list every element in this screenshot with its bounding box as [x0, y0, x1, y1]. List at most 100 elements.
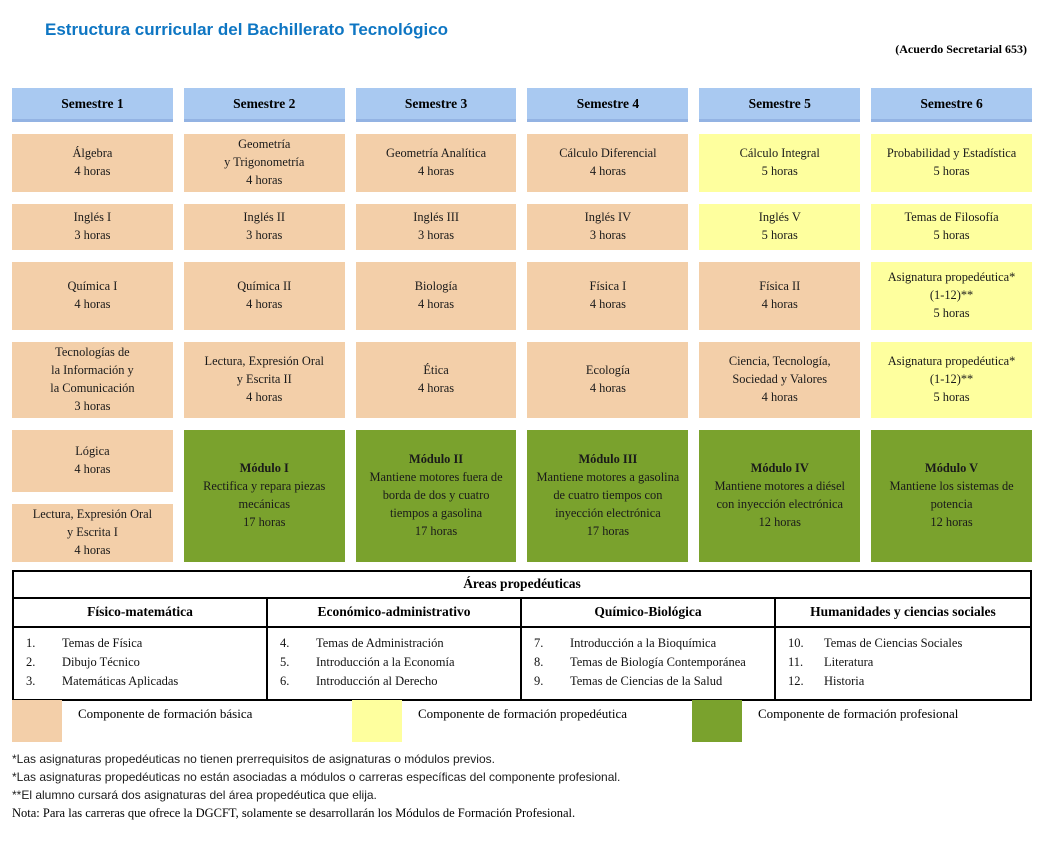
- areas-list-item: 11.Literatura: [788, 653, 1026, 672]
- course-name: Módulo III: [578, 452, 638, 467]
- course-name: Física II: [759, 279, 801, 294]
- course-cell: Ciencia, Tecnología, Sociedad y Valores 4 …: [699, 342, 861, 418]
- course-cell: Módulo III Mantiene motores a gasolina de …: [527, 430, 689, 562]
- course-line: Rectifica y repara piezas: [203, 479, 326, 494]
- course-line: con inyección electrónica: [716, 497, 844, 511]
- course-name: Asignatura propedéutica*: [887, 354, 1016, 369]
- course-name: Lectura, Expresión Oral: [32, 507, 153, 522]
- item-label: Temas de Biología Contemporánea: [570, 654, 746, 669]
- areas-list-item: 12. Historia: [788, 672, 1026, 691]
- course-line: Sociedad y Valores: [732, 372, 828, 386]
- course-line: 4 horas: [74, 542, 111, 557]
- course-line: mecánicas: [238, 497, 291, 511]
- semester-header: Semestre 5: [699, 88, 861, 122]
- course-name: Física I: [589, 279, 627, 294]
- item-label: Temas de Ciencias Sociales: [824, 636, 963, 650]
- areas-list-item: 9.Temas de Ciencias de la Salud: [534, 672, 770, 691]
- course-line: 4 horas: [761, 389, 798, 404]
- areas-table-title: Áreas propedéuticas: [14, 572, 1030, 599]
- areas-column-header: Físico-matemática: [14, 599, 266, 628]
- course-line: la Información y: [51, 363, 134, 378]
- areas-item-list: 10. Temas de Ciencias Sociales 11.Literatu…: [776, 628, 1030, 699]
- course-cell: Lectura, Expresión Oral y Escrita I 4 hora…: [12, 504, 173, 562]
- areas-list-item: 1.Temas de Física: [26, 634, 262, 653]
- areas-list-item: 7.Introducción a la Bioquímica: [534, 634, 770, 653]
- course-name: Temas de Filosofía: [904, 210, 999, 225]
- item-number: 6.: [280, 673, 290, 688]
- legend-label: Componente de formación profesional: [758, 706, 959, 721]
- item-number: 12.: [788, 673, 804, 688]
- course-name: Módulo II: [409, 452, 464, 467]
- course-line: 5 horas: [933, 305, 970, 320]
- legend-swatch-propedeutica: [352, 700, 402, 742]
- course-cell: Módulo I Rectifica y repara piezas mecánic…: [183, 430, 345, 562]
- course-line: 5 horas: [933, 389, 970, 404]
- semester-header: Semestre 3: [355, 88, 517, 122]
- course-name: Tecnologías de: [55, 345, 130, 360]
- course-line: 4 horas: [246, 389, 283, 404]
- course-line: 5 horas: [933, 164, 970, 178]
- legend-swatch-basica: [12, 700, 62, 742]
- course-line: 5 horas: [933, 228, 970, 242]
- course-line: inyección electrónica: [555, 505, 661, 520]
- course-line: de cuatro tiempos con: [553, 488, 663, 502]
- areas-column-header: Económico-administrativo: [268, 599, 520, 628]
- course-line: (1-12)**: [929, 372, 974, 386]
- course-line: y Escrita I: [66, 525, 118, 539]
- course-line: potencia: [930, 497, 973, 511]
- course-line: Mantiene motores a gasolina: [536, 470, 680, 485]
- course-name: Ciencia, Tecnología,: [728, 354, 831, 369]
- course-line: 12 horas: [930, 514, 973, 529]
- page-title: Estructura curricular del Bachillerato T…: [45, 20, 449, 39]
- areas-list-item: 4.Temas de Administración: [280, 634, 516, 653]
- course-line: 12 horas: [758, 514, 801, 529]
- areas-column-2: Económico-administrativo 4.Temas de Admin…: [268, 599, 522, 700]
- course-name: Inglés IV: [584, 210, 632, 225]
- course-line: 4 horas: [74, 164, 111, 178]
- course-line: 4 horas: [589, 164, 626, 178]
- course-name: Inglés I: [73, 210, 112, 225]
- areas-column-header: Humanidades y ciencias sociales: [776, 599, 1030, 628]
- course-cell: Temas de Filosofía 5 horas: [871, 204, 1032, 250]
- item-label: Temas de Física: [62, 636, 143, 650]
- course-line: Mantiene motores fuera de: [369, 470, 503, 485]
- course-line: 17 horas: [586, 523, 630, 538]
- course-line: 4 horas: [74, 297, 111, 311]
- legend-label: Componente de formación básica: [78, 706, 253, 721]
- legend-item-basica: Componente de formación básica: [12, 700, 352, 742]
- course-line: Mantiene los sistemas de: [889, 479, 1014, 494]
- areas-column-3: Químico-Biológica 7.Introducción a la Bio…: [522, 599, 776, 700]
- footnote: **El alumno cursará dos asignaturas del …: [12, 788, 377, 802]
- legend-item-propedeutica: Componente de formación propedéutica: [352, 700, 692, 742]
- item-label: Introducción a la Economía: [316, 654, 455, 669]
- course-cell: Asignatura propedéutica*(1-12)**5 horas: [871, 262, 1032, 330]
- nota-line: Nota: Para las carreras que ofrece la DG…: [12, 806, 576, 820]
- course-line: 4 horas: [74, 462, 111, 476]
- course-line: la Comunicación: [50, 381, 135, 395]
- areas-column-header: Químico-Biológica: [522, 599, 774, 628]
- item-number: 10.: [788, 636, 804, 650]
- course-line: 3 horas: [418, 228, 455, 242]
- item-label: Historia: [824, 673, 865, 688]
- course-cell: Asignatura propedéutica* (1-12)** 5 horas: [871, 342, 1032, 418]
- course-name: Módulo I: [239, 461, 289, 476]
- item-number: 3.: [26, 673, 36, 688]
